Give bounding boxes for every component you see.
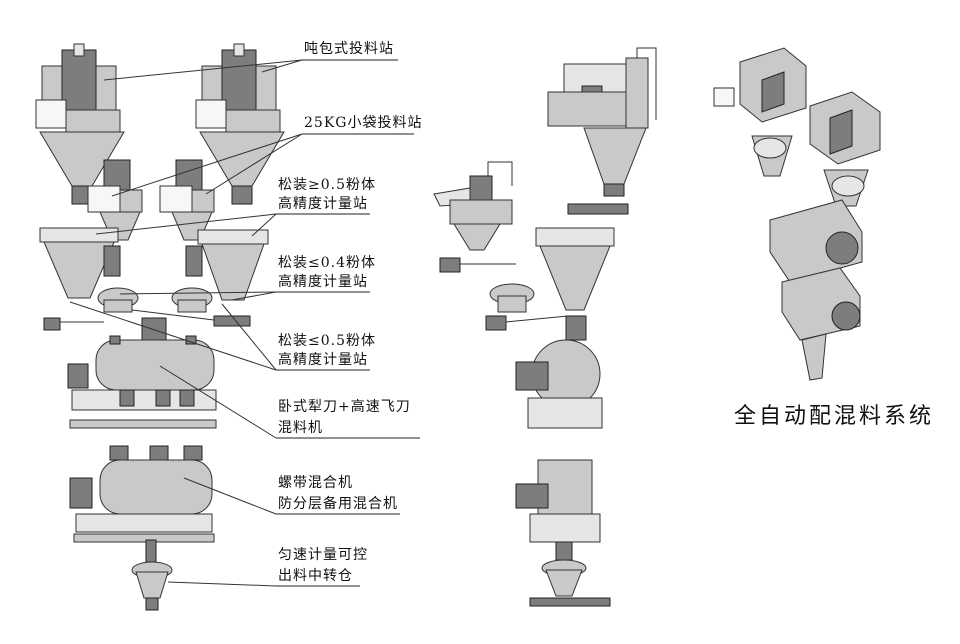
- middle-weighing-hopper: [485, 227, 615, 331]
- label-loose-05b-line1: 松装≤0.5粉体: [278, 333, 376, 349]
- transfer-bin: [131, 539, 173, 611]
- isometric-system-view: [713, 47, 881, 381]
- ton-bag-station-left: [35, 43, 125, 205]
- label-ribbon-mixer-line1: 螺带混合机: [278, 475, 353, 491]
- label-loose-05-line1: 松装≥0.5粉体: [278, 177, 376, 193]
- label-plough-mixer-line2: 混料机: [278, 420, 323, 436]
- middle-transfer-bin: [529, 559, 611, 607]
- label-ton-bag-station: 吨包式投料站: [304, 41, 394, 57]
- middle-mixer-2: [515, 459, 601, 561]
- middle-cyclone-unit: [433, 161, 516, 273]
- label-small-bag-station: 25KG小袋投料站: [304, 115, 423, 131]
- weighing-station-hoppers: [39, 227, 269, 301]
- system-title: 全自动配混料系统: [734, 404, 935, 429]
- label-transfer-bin-line2: 出料中转仓: [278, 568, 353, 584]
- label-loose-05b-line2: 高精度计量站: [278, 352, 368, 368]
- middle-feeding-station: [547, 47, 657, 215]
- ton-bag-station-right: [195, 43, 285, 205]
- label-loose-05-line2: 高精度计量站: [278, 196, 368, 212]
- callout-lines: [69, 59, 420, 587]
- label-loose-04-line2: 高精度计量站: [278, 274, 368, 290]
- small-bag-station-left: [87, 159, 143, 241]
- label-ribbon-mixer-line2: 防分层备用混合机: [278, 496, 398, 512]
- ribbon-mixer: [69, 445, 215, 543]
- plough-mixer: [67, 317, 217, 429]
- label-transfer-bin-line1: 匀速计量可控: [278, 547, 368, 563]
- label-plough-mixer-line1: 卧式犁刀+高速飞刀: [278, 399, 411, 415]
- middle-mixer-1: [515, 315, 603, 429]
- label-loose-04-line1: 松装≤0.4粉体: [278, 255, 376, 271]
